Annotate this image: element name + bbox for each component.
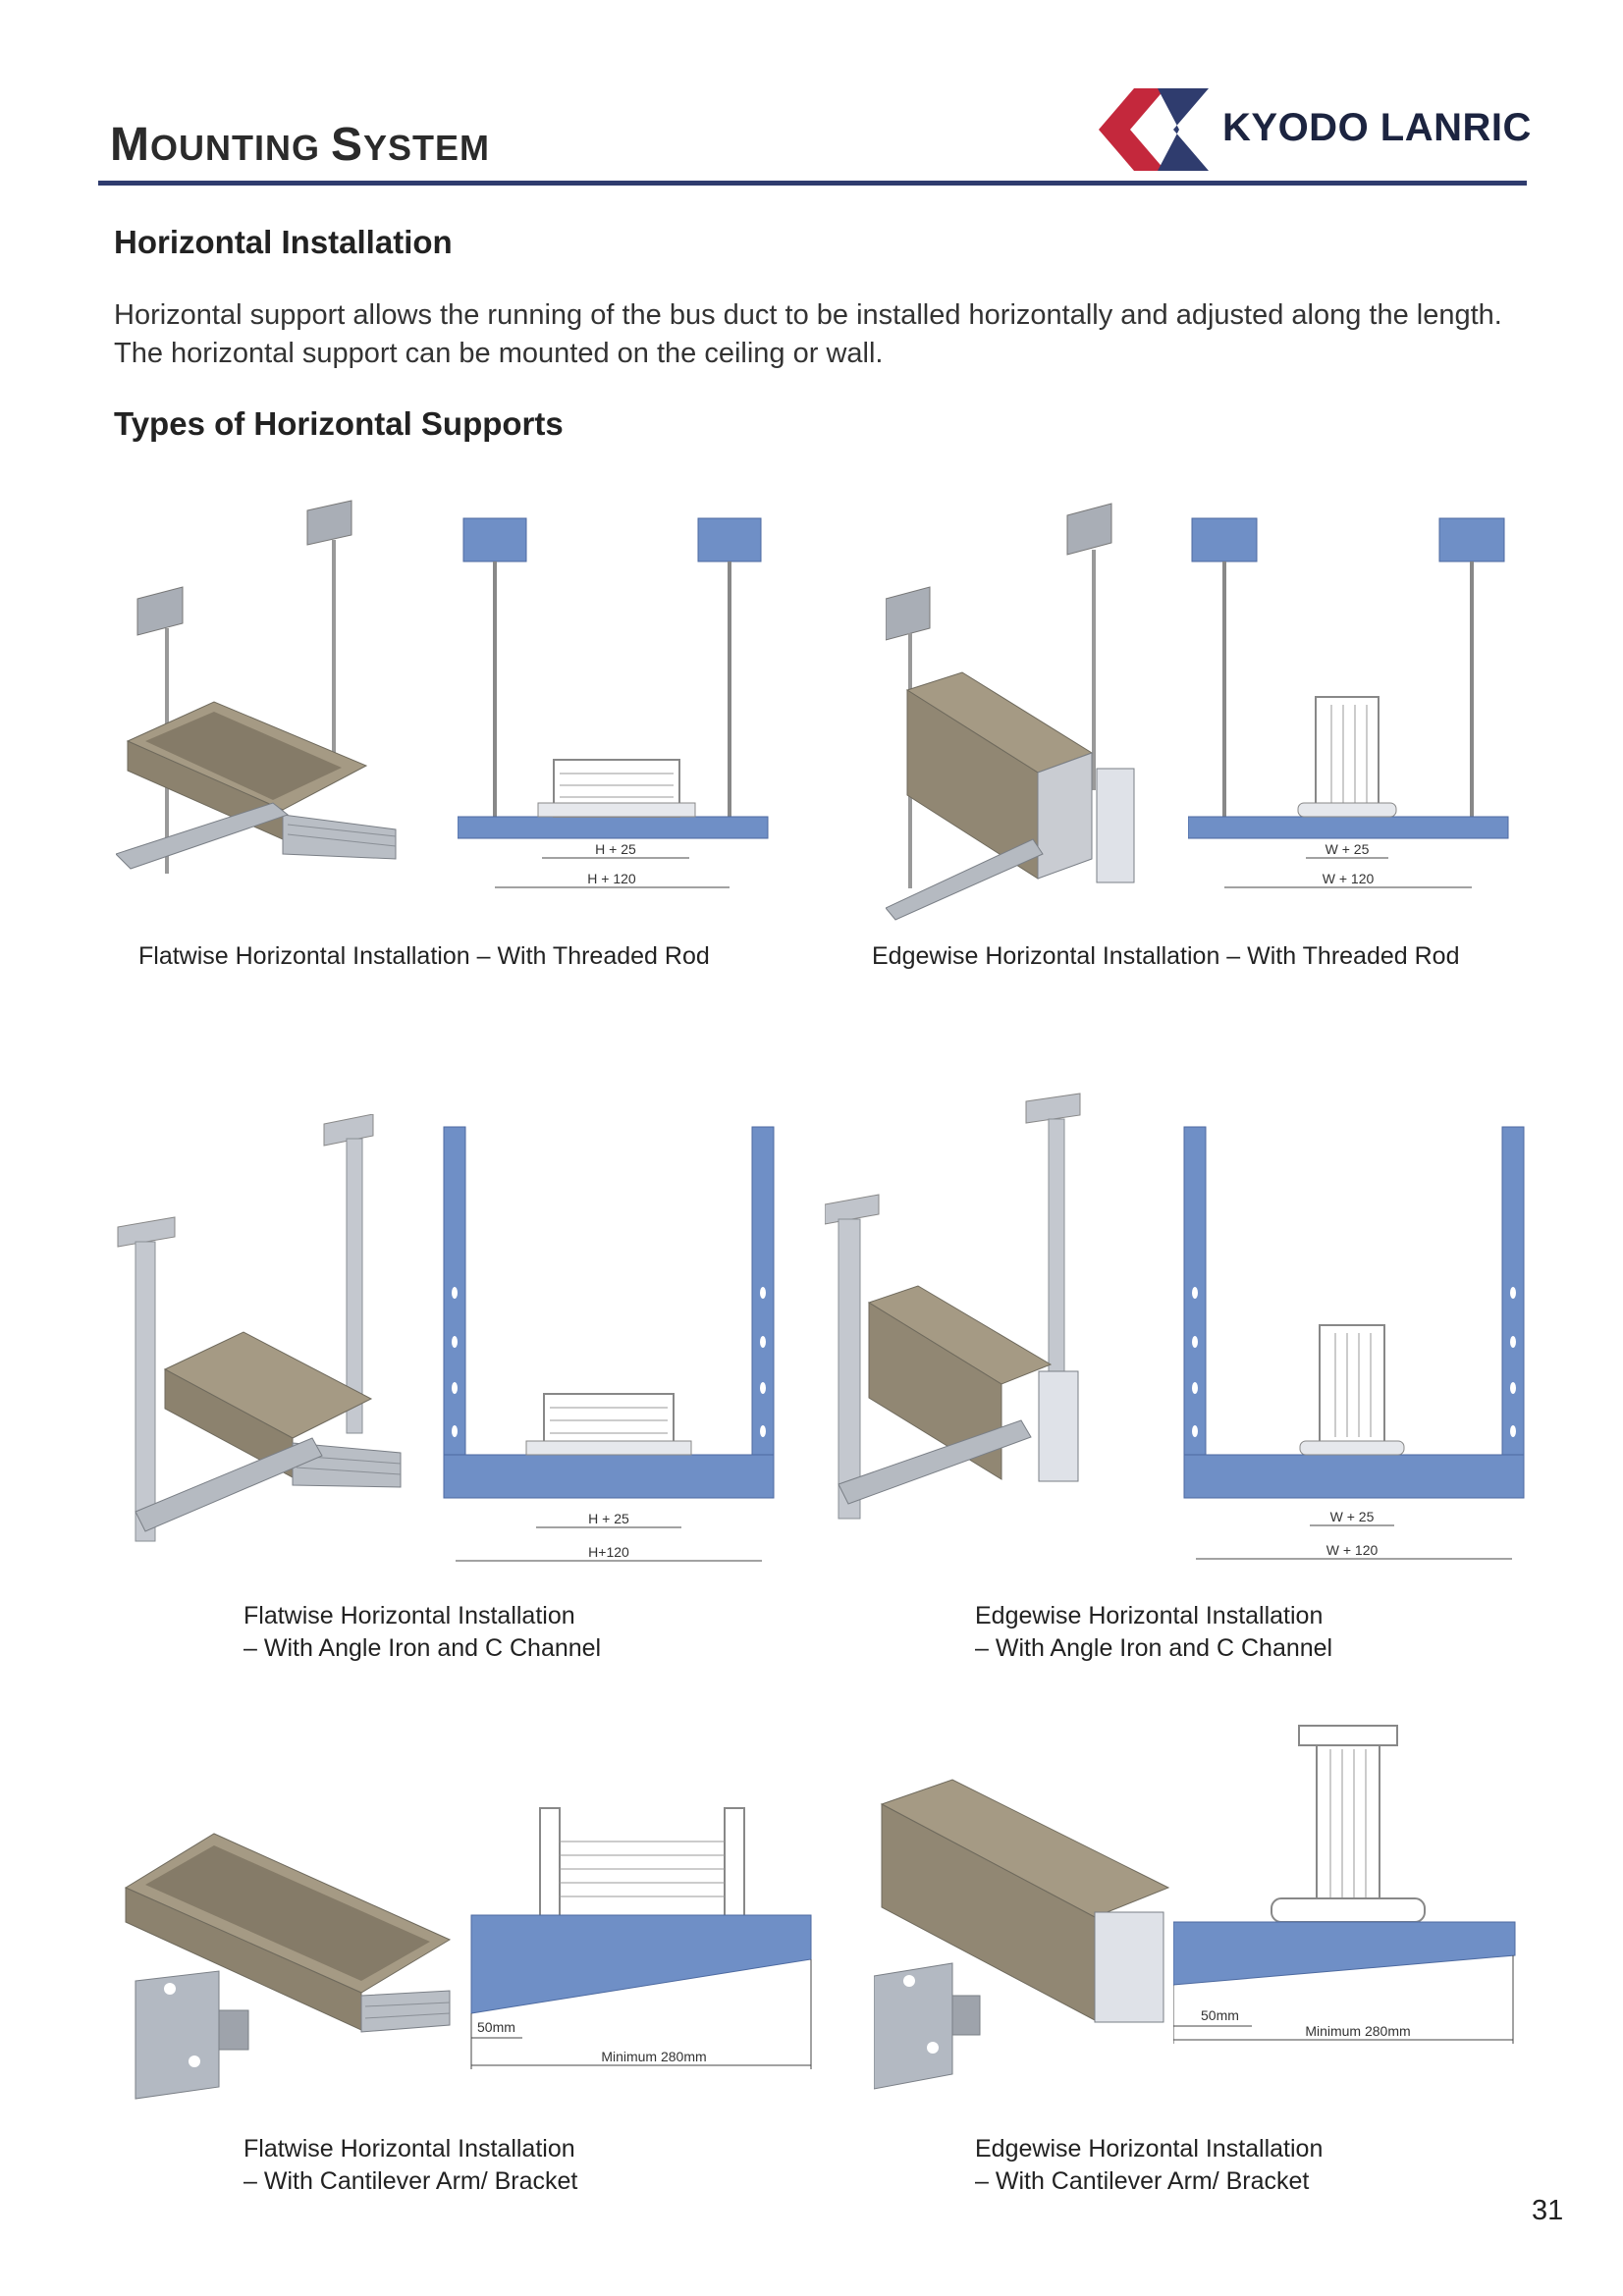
fig3-dim-inner: H + 25	[588, 1511, 629, 1526]
section-paragraph: Horizontal support allows the running of…	[114, 299, 1502, 369]
fig6-caption: Edgewise Horizontal Installation – With …	[975, 2133, 1323, 2198]
fig6-dim-large: Minimum 280mm	[1305, 2023, 1410, 2039]
page-title: MOUNTING SYSTEM	[110, 119, 491, 171]
fig2-dim-outer: W + 120	[1323, 871, 1375, 886]
fig3-caption: Flatwise Horizontal Installation – With …	[243, 1600, 601, 1665]
fig3-caption-line1: Flatwise Horizontal Installation	[243, 1602, 575, 1629]
flatwise-angle-iron-dimension-drawing: H + 25 H+120	[443, 1126, 775, 1562]
edgewise-angle-iron-dimension-drawing: W + 25 W + 120	[1183, 1126, 1525, 1560]
page-number: 31	[1532, 2195, 1564, 2226]
kyodo-lanric-logo-icon	[1099, 88, 1209, 171]
fig4-caption-line1: Edgewise Horizontal Installation	[975, 1602, 1324, 1629]
flatwise-angle-iron-3d-illustration	[117, 1114, 402, 1542]
edgewise-cantilever-3d-illustration	[874, 1779, 1170, 2090]
fig3-dim-outer: H+120	[588, 1544, 629, 1560]
fig6-caption-line1: Edgewise Horizontal Installation	[975, 2135, 1324, 2163]
section-heading: Horizontal Installation	[114, 224, 453, 260]
flatwise-cantilever-3d-illustration	[124, 1833, 452, 2100]
fig2-dim-inner: W + 25	[1325, 841, 1370, 857]
fig6-dim-small: 50mm	[1201, 2007, 1239, 2023]
fig4-dim-inner: W + 25	[1330, 1509, 1375, 1524]
brand-name: KYODO LANRIC	[1222, 106, 1532, 149]
edgewise-angle-iron-3d-illustration	[825, 1093, 1081, 1520]
flatwise-cantilever-dimension-drawing: 50mm Minimum 280mm	[470, 1807, 812, 2069]
fig5-caption-line1: Flatwise Horizontal Installation	[243, 2135, 575, 2163]
fig5-caption-line2: – With Cantilever Arm/ Bracket	[243, 2167, 578, 2195]
fig5-dim-small: 50mm	[477, 2019, 515, 2035]
fig1-dim-outer: H + 120	[587, 871, 636, 886]
fig4-dim-outer: W + 120	[1326, 1542, 1379, 1558]
fig1-dim-inner: H + 25	[595, 841, 636, 857]
fig5-dim-large: Minimum 280mm	[601, 2049, 706, 2064]
fig4-caption-line2: – With Angle Iron and C Channel	[975, 1634, 1333, 1662]
fig2-caption: Edgewise Horizontal Installation – With …	[872, 942, 1460, 970]
types-heading: Types of Horizontal Supports	[114, 405, 564, 442]
fig5-caption: Flatwise Horizontal Installation – With …	[243, 2133, 577, 2198]
edgewise-threaded-rod-3d-illustration	[886, 503, 1135, 921]
fig3-caption-line2: – With Angle Iron and C Channel	[243, 1634, 602, 1662]
fig4-caption: Edgewise Horizontal Installation – With …	[975, 1600, 1332, 1665]
edgewise-cantilever-dimension-drawing: 50mm Minimum 280mm	[1173, 1725, 1516, 2044]
flatwise-threaded-rod-3d-illustration	[116, 500, 397, 874]
flatwise-threaded-rod-dimension-drawing: H + 25 H + 120	[458, 517, 769, 888]
fig6-caption-line2: – With Cantilever Arm/ Bracket	[975, 2167, 1310, 2195]
edgewise-threaded-rod-dimension-drawing: W + 25 W + 120	[1188, 517, 1509, 888]
header-rule	[98, 181, 1527, 186]
fig1-caption: Flatwise Horizontal Installation – With …	[138, 942, 710, 970]
